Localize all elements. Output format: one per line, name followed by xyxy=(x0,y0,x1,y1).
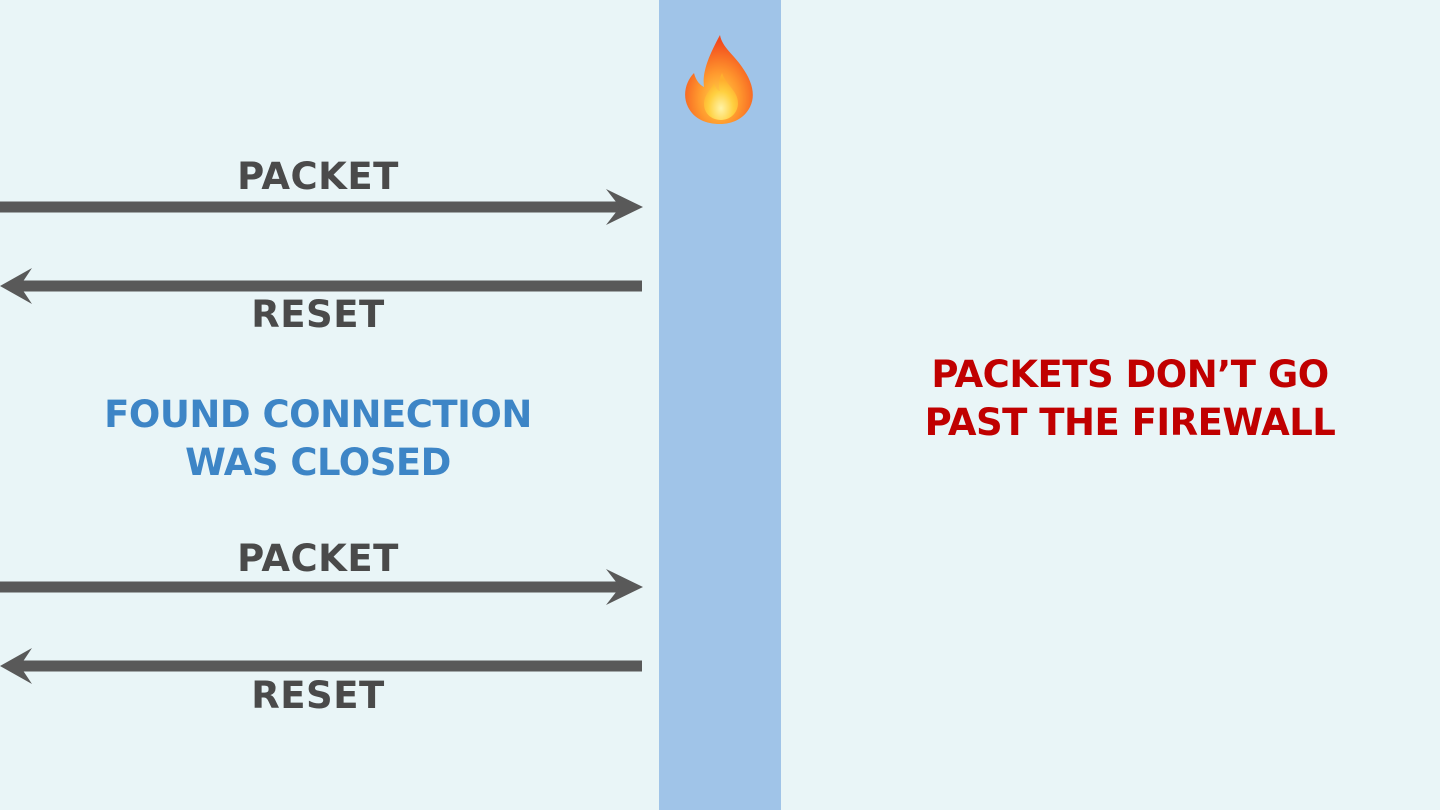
reset-label-1: RESET xyxy=(251,293,385,336)
reset-arrow-1 xyxy=(0,268,642,304)
packets-blocked-note: PACKETS DON’T GO PAST THE FIREWALL xyxy=(910,351,1350,447)
fire-icon xyxy=(685,35,753,124)
packet-label-1: PACKET xyxy=(237,155,399,198)
firewall-bar xyxy=(659,0,781,810)
packets-blocked-note-line-2: PAST THE FIREWALL xyxy=(924,401,1336,444)
connection-closed-note: FOUND CONNECTION WAS CLOSED xyxy=(88,391,548,487)
packet-arrow-2 xyxy=(0,569,643,605)
packet-arrow-1 xyxy=(0,189,643,225)
connection-closed-note-line-1: FOUND CONNECTION xyxy=(104,393,532,436)
connection-closed-note-line-2: WAS CLOSED xyxy=(185,441,451,484)
reset-arrow-2 xyxy=(0,648,642,684)
packets-blocked-note-line-1: PACKETS DON’T GO xyxy=(931,353,1329,396)
reset-label-2: RESET xyxy=(251,674,385,717)
packet-label-2: PACKET xyxy=(237,537,399,580)
